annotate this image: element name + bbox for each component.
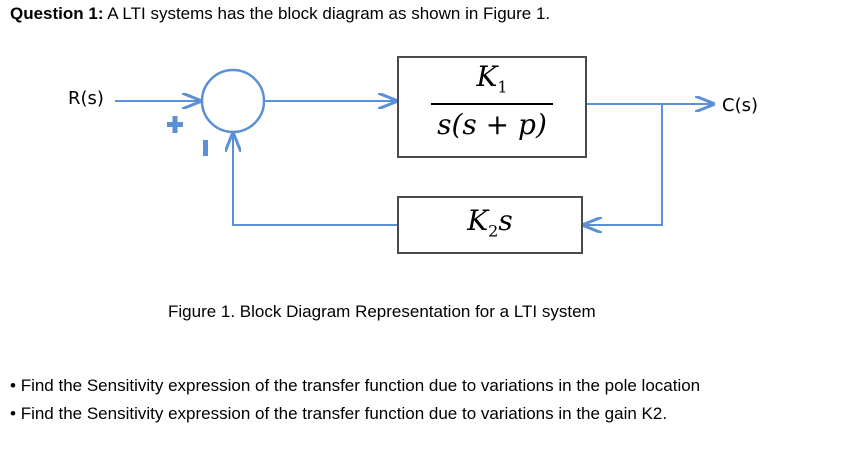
task-list: • Find the Sensitivity expression of the… (10, 372, 700, 428)
fraction-bar (431, 103, 553, 105)
feedback-block: K2s (397, 196, 583, 254)
question-heading: Question 1: A LTI systems has the block … (10, 4, 550, 24)
figure-caption: Figure 1. Block Diagram Representation f… (168, 302, 596, 321)
question-label: Question 1: (10, 4, 104, 23)
input-label: R(s) (68, 88, 104, 109)
plus-sign (167, 116, 183, 133)
output-label: C(s) (722, 95, 758, 116)
question-text: A LTI systems has the block diagram as s… (103, 4, 551, 23)
minus-sign (203, 140, 208, 156)
feedback-take-off-wire (584, 104, 663, 225)
list-item: • Find the Sensitivity expression of the… (10, 404, 668, 423)
list-item: • Find the Sensitivity expression of the… (10, 376, 701, 395)
summing-junction (200, 68, 266, 134)
feedback-gain: K2s (467, 204, 513, 241)
forward-block: K1 s(s + p) (397, 56, 587, 158)
feedback-return-wire (233, 134, 398, 226)
forward-denominator: s(s + p) (437, 108, 547, 141)
forward-numerator: K1 (476, 60, 508, 97)
